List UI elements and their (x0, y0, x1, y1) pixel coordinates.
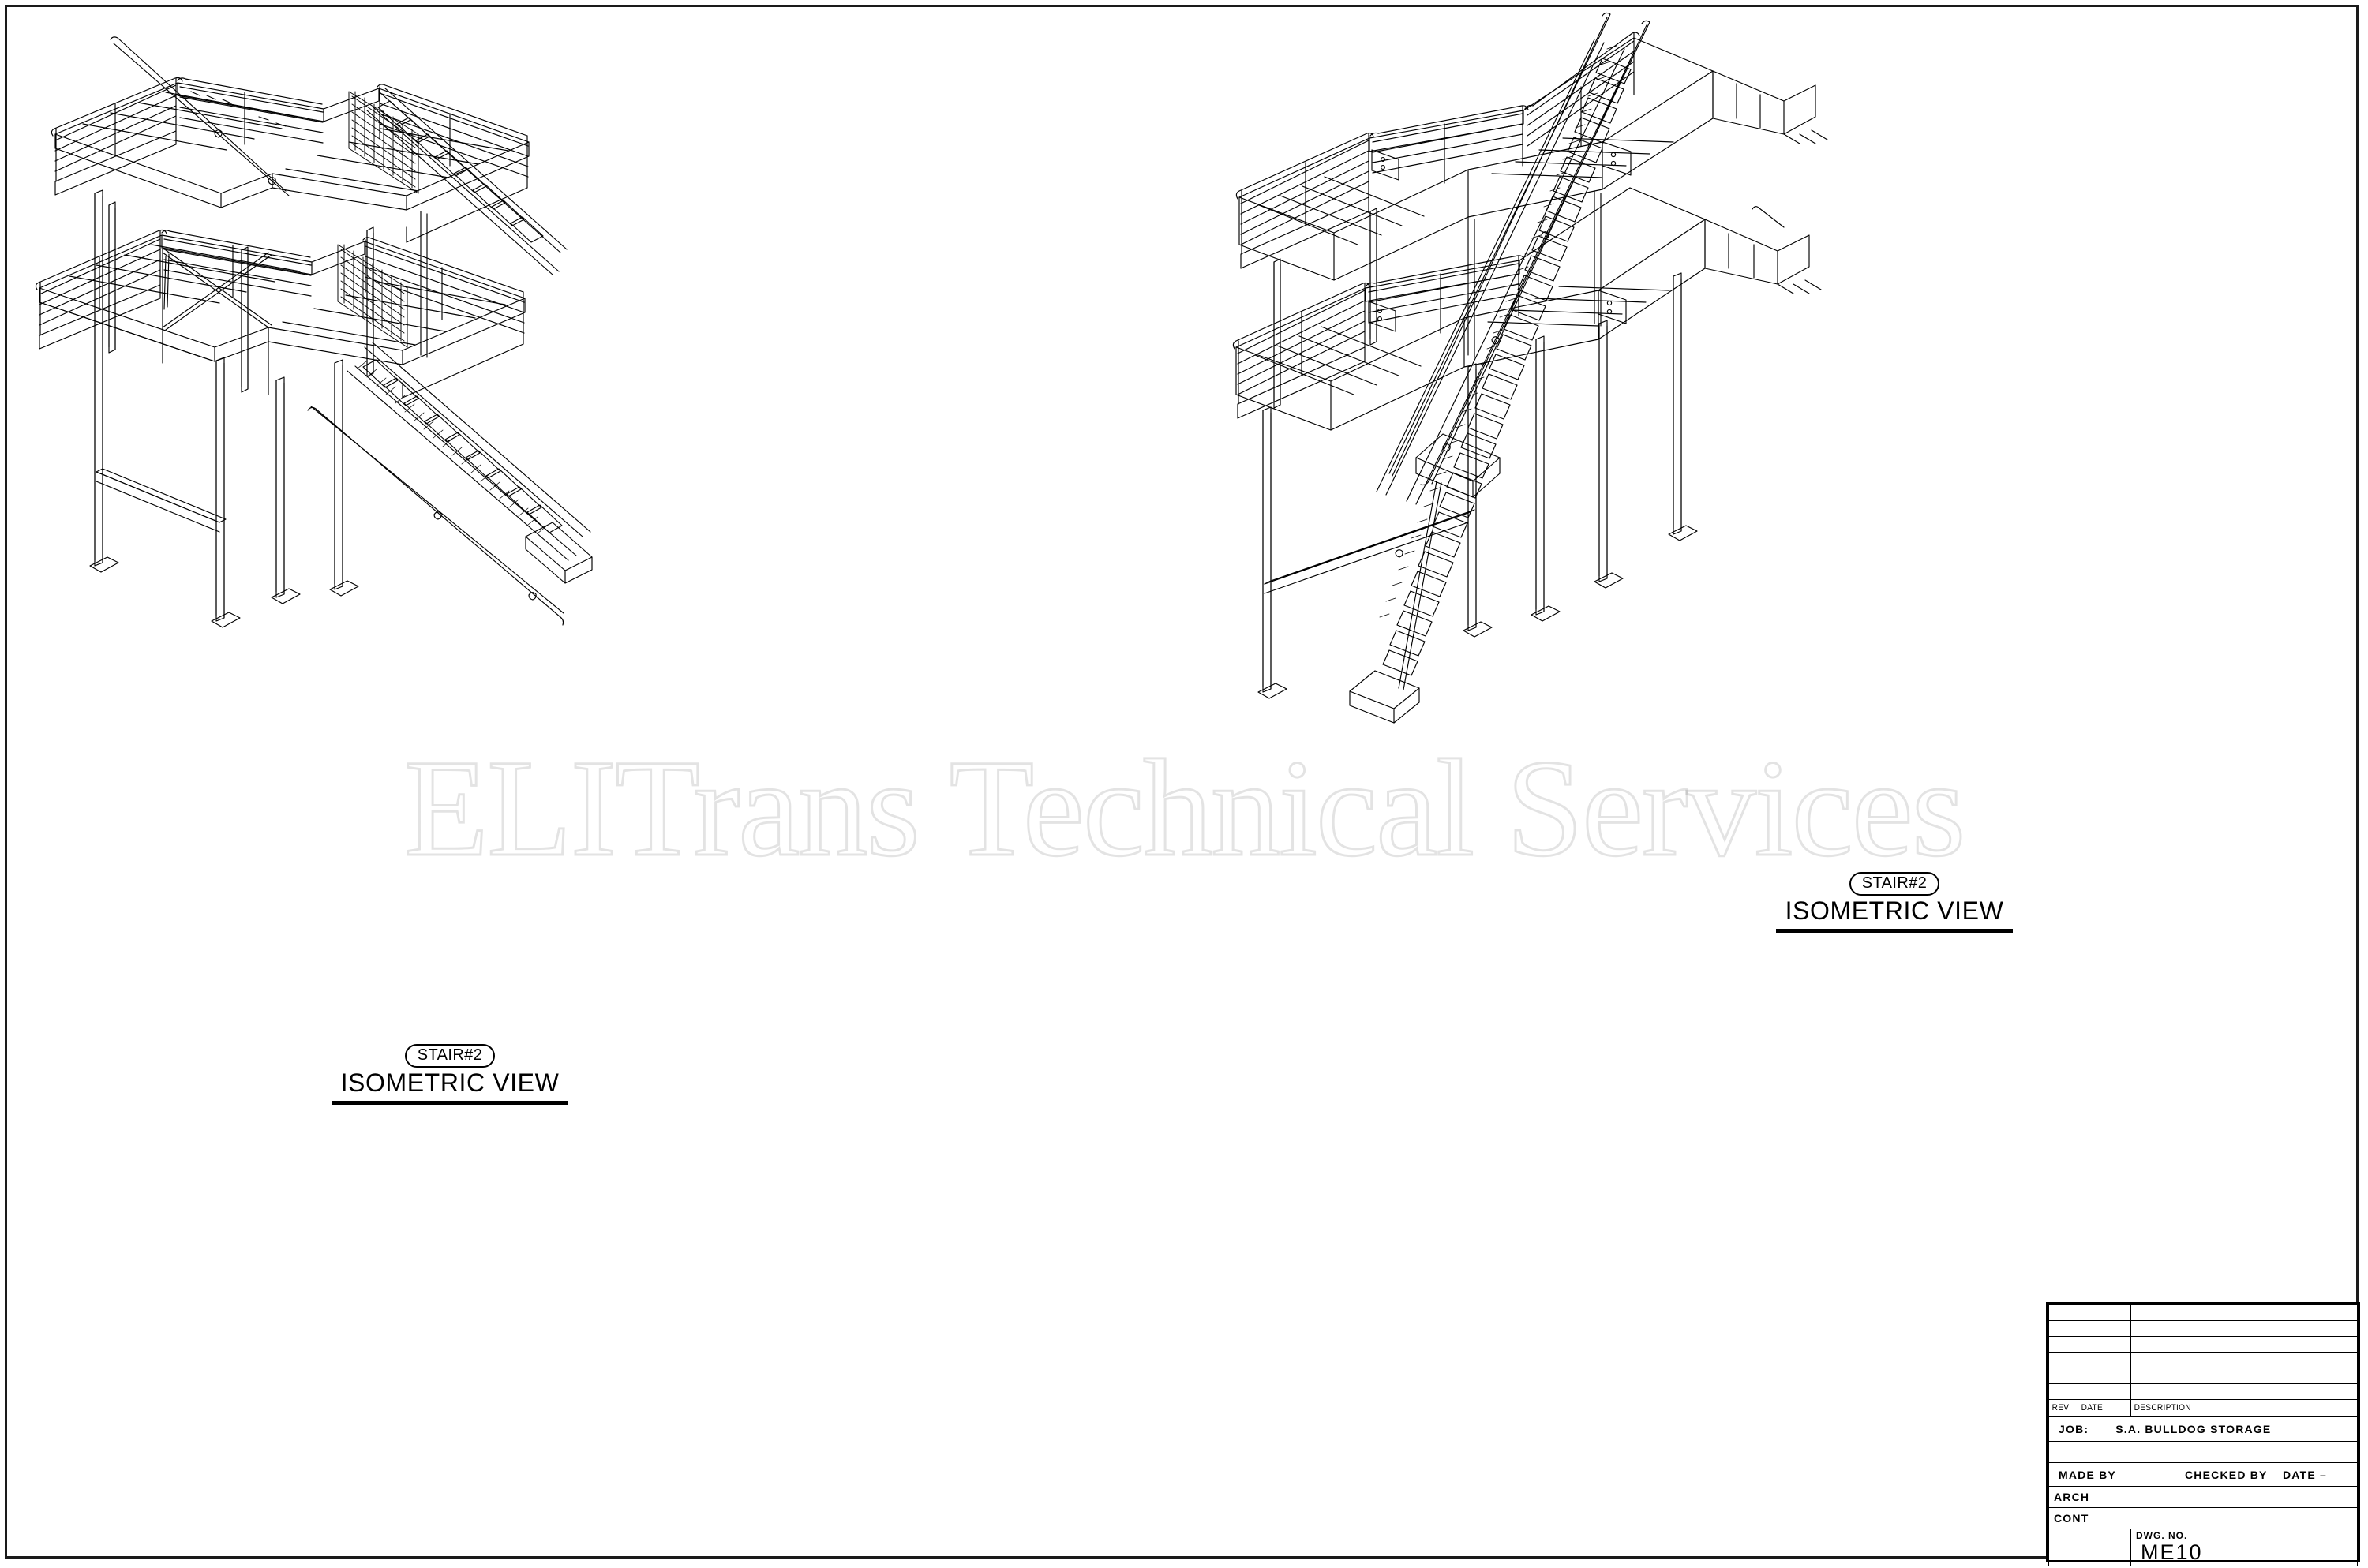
underside-framing (39, 249, 269, 395)
upper-right-landing (1712, 70, 1828, 144)
title-block-table: REV DATE DESCRIPTION JOB: S.A. BULLDOG S… (2048, 1304, 2358, 1566)
upper-guardrail-r-top (1369, 105, 1529, 184)
lower-guardrail-back (161, 230, 312, 298)
revision-rev-cell[interactable] (2048, 1320, 2078, 1337)
revision-row[interactable] (2048, 1320, 2358, 1337)
checked-by-label: CHECKED BY (2185, 1468, 2268, 1481)
view-title-rule-left (332, 1100, 568, 1105)
dwg-number-label: DWG. NO. (2136, 1530, 2188, 1541)
date-label: DATE – (2283, 1468, 2327, 1481)
revision-row[interactable] (2048, 1352, 2358, 1368)
revision-header-rev: REV (2048, 1399, 2078, 1417)
revision-desc-cell[interactable] (2130, 1336, 2358, 1353)
revision-date-cell[interactable] (2078, 1383, 2131, 1400)
revision-header-desc: DESCRIPTION (2130, 1399, 2358, 1417)
revision-row[interactable] (2048, 1336, 2358, 1353)
view-tag-wrap-right: STAIR#2 (1776, 872, 2013, 896)
view-title-right: ISOMETRIC VIEW (1785, 896, 2004, 925)
view-label-left: STAIR#2 ISOMETRIC VIEW (332, 1044, 568, 1105)
view-tag-wrap-left: STAIR#2 (332, 1044, 568, 1068)
isometric-view-left (8, 16, 624, 726)
upper-guardrail-right (377, 84, 529, 243)
revision-date-cell[interactable] (2078, 1352, 2131, 1368)
lower-guardrail-left (35, 229, 167, 350)
cont-row: CONT (2048, 1507, 2358, 1529)
dwg-row: DWG. NO. ME10 (2048, 1529, 2358, 1566)
view-title-wrap-right: ISOMETRIC VIEW (1776, 896, 2013, 928)
dwg-blank-cell-b[interactable] (2078, 1529, 2131, 1566)
view-title-left: ISOMETRIC VIEW (340, 1068, 560, 1097)
revision-desc-cell[interactable] (2130, 1320, 2358, 1337)
support-columns-r (1257, 272, 1698, 699)
isometric-right-geometry (1232, 12, 1828, 724)
arch-cell[interactable]: ARCH (2048, 1486, 2358, 1508)
main-stair-flight-r (1349, 12, 1650, 724)
support-columns (89, 189, 359, 628)
isometric-left-geometry (35, 36, 593, 628)
revision-rev-cell[interactable] (2048, 1352, 2078, 1368)
revision-date-cell[interactable] (2078, 1304, 2131, 1321)
job-sub-cell[interactable] (2048, 1441, 2358, 1463)
job-label: JOB: (2059, 1423, 2089, 1435)
revision-row[interactable] (2048, 1304, 2358, 1321)
revision-desc-cell[interactable] (2130, 1304, 2358, 1321)
revision-date-cell[interactable] (2078, 1320, 2131, 1337)
revision-rev-cell[interactable] (2048, 1304, 2078, 1321)
lower-brace-panel (337, 244, 408, 348)
watermark: ELITrans Technical Services (0, 731, 2368, 887)
job-cell[interactable]: JOB: S.A. BULLDOG STORAGE (2048, 1416, 2358, 1442)
stair-tag-right: STAIR#2 (1849, 872, 1940, 896)
lower-deck (39, 234, 526, 365)
upper-deck (54, 82, 530, 211)
made-by-row: MADE BY CHECKED BY DATE – (2048, 1462, 2358, 1487)
lower-guardrail-right (362, 237, 525, 399)
view-title-wrap-left: ISOMETRIC VIEW (332, 1068, 568, 1100)
upper-guardrail-back (177, 77, 324, 145)
revision-desc-cell[interactable] (2130, 1352, 2358, 1368)
view-title-rule-right (1776, 928, 2013, 933)
lower-stair-flight (307, 342, 593, 626)
revision-desc-cell[interactable] (2130, 1383, 2358, 1400)
job-value: S.A. BULLDOG STORAGE (2115, 1423, 2272, 1435)
upper-guardrail-r-back (1235, 132, 1374, 269)
revision-header-row: REV DATE DESCRIPTION (2048, 1399, 2358, 1417)
dwg-blank-cell-a[interactable] (2048, 1529, 2078, 1566)
connection-plates (1368, 141, 1632, 332)
revision-date-cell[interactable] (2078, 1368, 2131, 1384)
upper-stair-flight (110, 36, 568, 275)
stair-mid-landing (1415, 433, 1501, 498)
revision-rev-cell[interactable] (2048, 1383, 2078, 1400)
revision-rev-cell[interactable] (2048, 1336, 2078, 1353)
isometric-view-right (1231, 8, 1847, 758)
made-by-label: MADE BY (2059, 1468, 2116, 1481)
arch-row: ARCH (2048, 1486, 2358, 1508)
revision-row[interactable] (2048, 1368, 2358, 1384)
lower-guardrail-r-top (1366, 255, 1525, 334)
made-by-line: MADE BY CHECKED BY DATE – (2049, 1469, 2357, 1480)
revision-rev-cell[interactable] (2048, 1368, 2078, 1384)
stair-tag-left: STAIR#2 (404, 1044, 496, 1068)
made-by-cell[interactable]: MADE BY CHECKED BY DATE – (2048, 1462, 2358, 1487)
upper-brace-panel (348, 91, 419, 194)
job-subrow[interactable] (2048, 1441, 2358, 1463)
arch-label: ARCH (2054, 1491, 2090, 1503)
cont-cell[interactable]: CONT (2048, 1507, 2358, 1529)
revision-header-date: DATE (2078, 1399, 2131, 1417)
job-row: JOB: S.A. BULLDOG STORAGE (2048, 1416, 2358, 1442)
revision-row[interactable] (2048, 1383, 2358, 1400)
dwg-number-cell: DWG. NO. ME10 (2130, 1529, 2358, 1566)
upper-guardrail-r-right (1524, 32, 1640, 147)
lower-guardrail-r-back (1232, 282, 1370, 419)
view-label-right: STAIR#2 ISOMETRIC VIEW (1776, 872, 2013, 933)
cont-label: CONT (2054, 1512, 2089, 1525)
title-block: REV DATE DESCRIPTION JOB: S.A. BULLDOG S… (2046, 1302, 2360, 1566)
job-line: JOB: S.A. BULLDOG STORAGE (2049, 1424, 2357, 1435)
upper-columns (108, 201, 428, 393)
upper-guardrail-left (51, 77, 183, 196)
dwg-number-value: ME10 (2141, 1540, 2203, 1565)
revision-desc-cell[interactable] (2130, 1368, 2358, 1384)
revision-date-cell[interactable] (2078, 1336, 2131, 1353)
cross-bracing (162, 249, 272, 331)
lower-right-landing (1704, 206, 1822, 294)
